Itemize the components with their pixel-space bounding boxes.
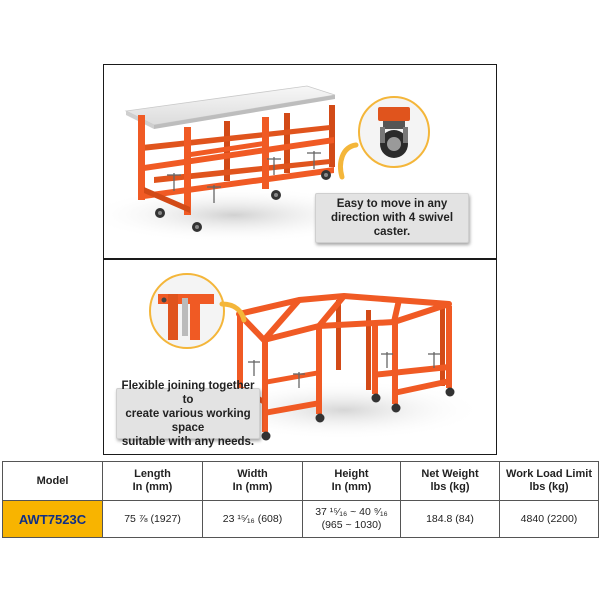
- product-image-panel-top: Easy to move in any direction with 4 swi…: [103, 64, 497, 259]
- net-weight-cell: 184.8 (84): [400, 500, 500, 538]
- header-work-load-limit: Work Load Limit lbs (kg): [499, 461, 599, 501]
- table-row: AWT7523C 75 ⅞ (1927) 23 ¹⁵⁄₁₆ (608) 37 ¹…: [2, 500, 599, 538]
- joining-callout-text: Flexible joining together to create vari…: [116, 380, 260, 448]
- spec-table: Model Length In (mm) Width In (mm) Heigh…: [2, 461, 599, 538]
- header-model: Model: [2, 461, 103, 501]
- product-image-panel-bottom: Flexible joining together to create vari…: [103, 259, 497, 455]
- caster-detail-icon: [378, 107, 410, 158]
- joined-tables-illustration: [149, 273, 484, 441]
- model-cell: AWT7523C: [2, 500, 103, 538]
- spec-table-header-row: Model Length In (mm) Width In (mm) Heigh…: [2, 461, 599, 501]
- welding-table-illustration: [104, 85, 430, 243]
- header-height: Height In (mm): [302, 461, 401, 501]
- length-cell: 75 ⅞ (1927): [102, 500, 203, 538]
- header-length: Length In (mm): [102, 461, 203, 501]
- width-cell: 23 ¹⁵⁄₁₆ (608): [202, 500, 303, 538]
- work-load-limit-cell: 4840 (2200): [499, 500, 599, 538]
- header-net-weight: Net Weight lbs (kg): [400, 461, 500, 501]
- caster-callout-text: Easy to move in any direction with 4 swi…: [315, 193, 469, 243]
- joint-detail-icon: [158, 294, 214, 340]
- height-cell: 37 ¹⁵⁄₁₆ ~ 40 ⁹⁄₁₆ (965 ~ 1030): [302, 500, 401, 538]
- header-width: Width In (mm): [202, 461, 303, 501]
